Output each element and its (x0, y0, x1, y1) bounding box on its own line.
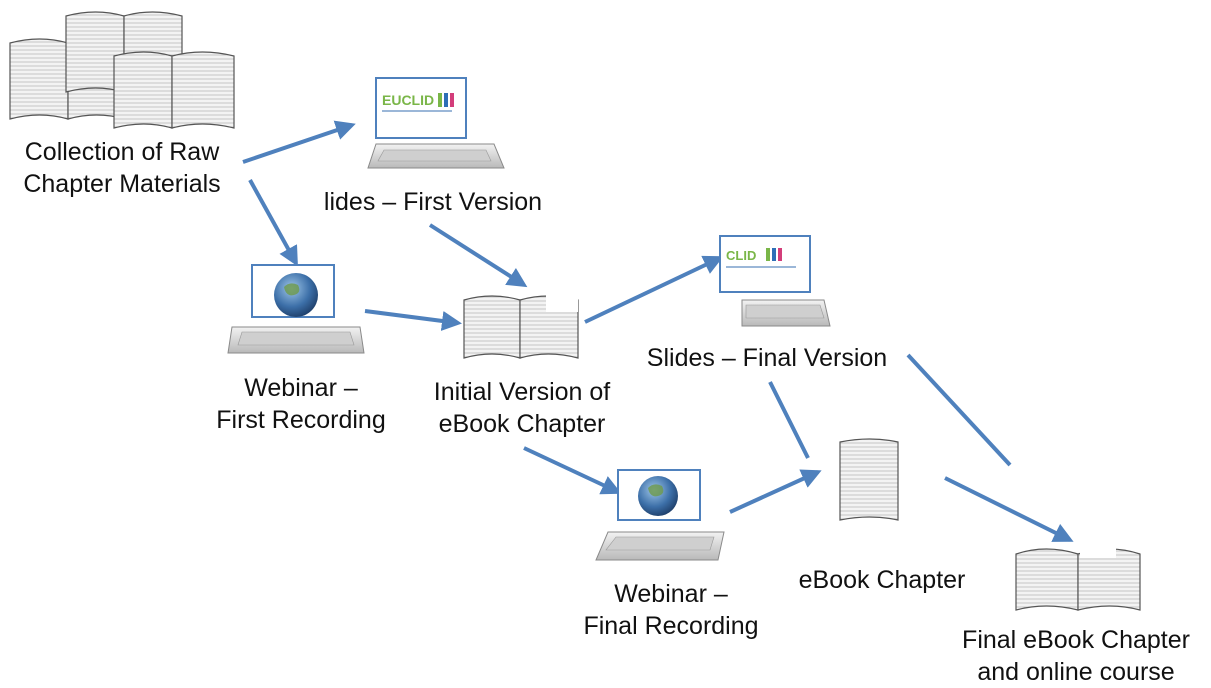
label-slides-first-line1: lides – First Version (323, 188, 543, 216)
arrow-ebook-to-final (944, 476, 1074, 542)
arrow-webinar-final-to-ebook (729, 469, 822, 514)
arrow-slides-first-to-initial (428, 223, 528, 288)
label-raw-materials: Collection of Raw Chapter Materials (8, 136, 236, 200)
label-slides-final: Slides – Final Version (632, 342, 902, 374)
arrow-initial-to-webinar-final (523, 446, 622, 495)
label-initial-line2: eBook Chapter (438, 410, 606, 438)
label-ebook-line1: eBook Chapter (798, 566, 966, 594)
open-book-final-icon (1015, 540, 1141, 611)
arrow-raw-to-webinar-first (248, 179, 298, 267)
label-webinar-final: Webinar – Final Recording (566, 578, 776, 642)
laptop-slides-first-icon: EUCLID (367, 77, 505, 169)
arrow-slides-final-to-final (906, 353, 1012, 467)
open-book-initial-icon (463, 290, 579, 359)
label-raw-line2: Chapter Materials (23, 170, 221, 198)
label-initial-line1: Initial Version of (433, 378, 611, 406)
label-initial-version: Initial Version of eBook Chapter (412, 376, 632, 440)
laptop-webinar-final-icon (595, 469, 725, 561)
label-webinar-first-line2: First Recording (216, 406, 386, 434)
laptop-webinar-first-icon (227, 264, 365, 354)
book-page-ebook-icon (839, 438, 899, 521)
label-final-line2: and online course (977, 658, 1175, 686)
label-final-ebook: Final eBook Chapter and online course (948, 624, 1204, 688)
arrow-initial-to-slides-final (584, 255, 724, 324)
arrow-webinar-first-to-initial (364, 309, 462, 331)
arrows (242, 120, 1074, 542)
label-webinar-final-line1: Webinar – (614, 580, 728, 608)
label-raw-line1: Collection of Raw (24, 138, 220, 166)
label-slides-final-line1: Slides – Final Version (646, 344, 888, 372)
euclid-logo-final: CLID (726, 248, 756, 263)
label-slides-first: lides – First Version (308, 186, 558, 218)
laptop-slides-final-icon: CLID (719, 235, 831, 327)
euclid-logo-first: EUCLID (382, 92, 434, 108)
arrow-raw-to-slides-first (242, 120, 356, 164)
label-final-line1: Final eBook Chapter (962, 626, 1190, 654)
label-ebook-chapter: eBook Chapter (782, 564, 982, 596)
label-webinar-first: Webinar – First Recording (196, 372, 406, 436)
label-webinar-final-line2: Final Recording (583, 612, 759, 640)
stacked-books-icon (9, 11, 235, 129)
label-webinar-first-line1: Webinar – (244, 374, 358, 402)
arrow-slides-final-to-ebook (768, 381, 810, 459)
